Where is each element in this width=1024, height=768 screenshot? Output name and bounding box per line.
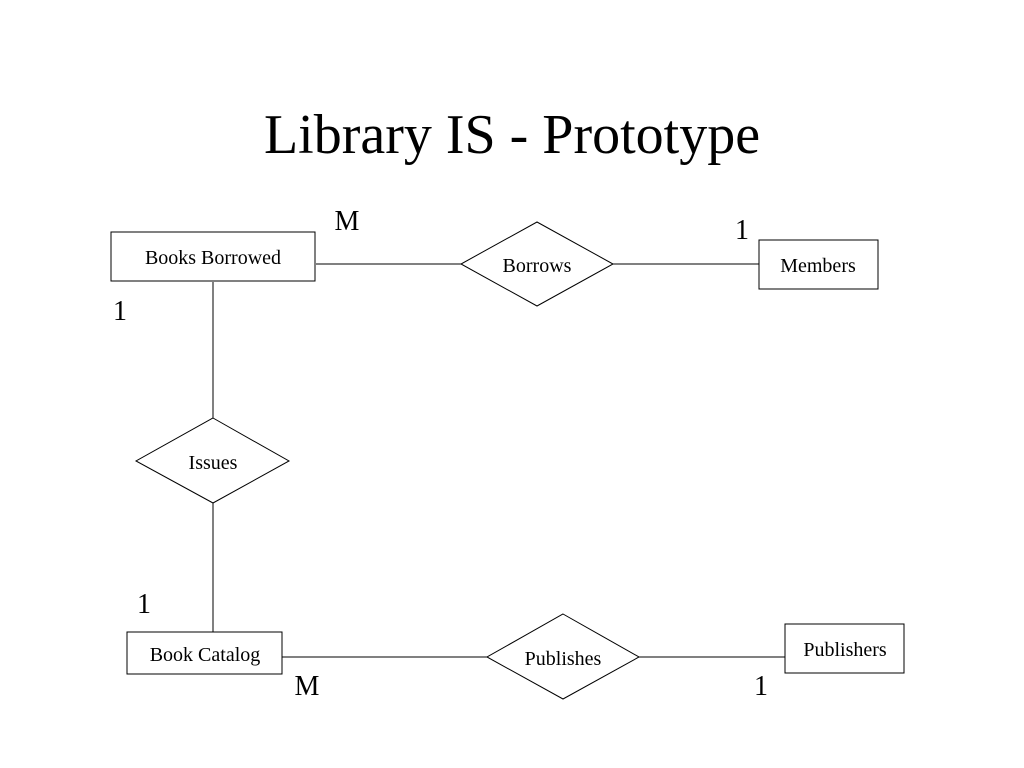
entity-members-box (758, 239, 879, 290)
entity-publishers-label: Publishers (803, 639, 887, 661)
relationship-issues-diamond (134, 417, 291, 504)
relationship-borrows[interactable]: Borrows (459, 221, 615, 307)
cardinality-issues-book-catalog: 1 (137, 589, 151, 620)
entity-book-catalog[interactable]: Book Catalog (126, 631, 283, 675)
cardinality-borrows-books-borrowed: M (335, 206, 360, 237)
cardinality-publishes-publishers: 1 (754, 671, 768, 702)
entity-publishers-box (784, 623, 905, 674)
entity-book-catalog-box (126, 631, 283, 675)
entity-book-catalog-label: Book Catalog (150, 644, 261, 666)
entity-books-borrowed-box (110, 231, 316, 282)
cardinality-publishes-book-catalog: M (295, 671, 320, 702)
entity-publishers[interactable]: Publishers (784, 623, 905, 674)
relationship-issues[interactable]: Issues (134, 417, 291, 504)
cardinality-issues-books-borrowed: 1 (113, 296, 127, 327)
cardinality-borrows-members: 1 (735, 215, 749, 246)
relationship-issues-label: Issues (189, 452, 238, 474)
relationship-publishes-label: Publishes (525, 648, 602, 670)
entity-books-borrowed-label: Books Borrowed (145, 247, 281, 269)
entity-members-label: Members (780, 255, 856, 277)
relationship-borrows-diamond (459, 221, 615, 307)
entity-books-borrowed[interactable]: Books Borrowed (110, 231, 316, 282)
relationship-publishes-diamond (485, 613, 641, 700)
relationship-borrows-label: Borrows (503, 255, 572, 277)
slide-title: Library IS - Prototype (263, 104, 761, 166)
entity-members[interactable]: Members (758, 239, 879, 290)
relationship-publishes[interactable]: Publishes (485, 613, 641, 700)
